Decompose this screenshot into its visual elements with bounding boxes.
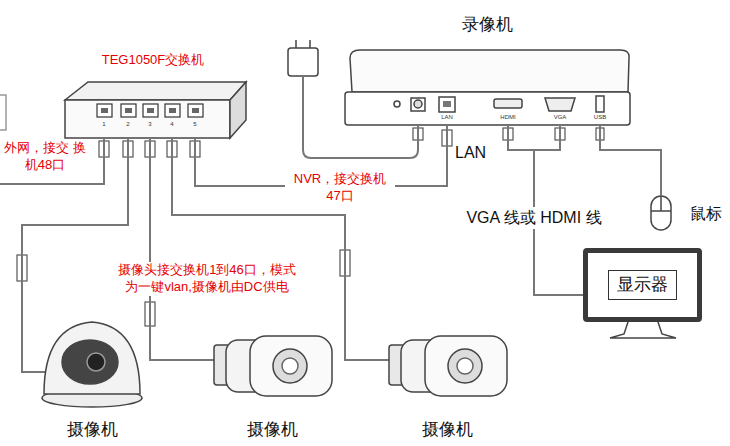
annotation: 外网，接交 换机48口	[4, 140, 86, 174]
external-cable	[0, 138, 104, 184]
camera-cables	[200, 359, 214, 361]
switch-body	[97, 104, 112, 117]
switch-body	[192, 108, 199, 113]
bullet-camera	[250, 336, 332, 396]
power-adapter	[288, 48, 318, 76]
node-label: 鼠标	[690, 204, 722, 224]
switch-body	[143, 104, 158, 117]
network-cable	[150, 138, 200, 360]
switch-body	[165, 104, 180, 117]
node-label: 摄像机	[247, 419, 298, 440]
switch-body	[147, 108, 154, 113]
monitor-stand	[610, 322, 676, 338]
port-label: LAN	[441, 114, 453, 122]
switch-body	[169, 108, 176, 113]
port-label: VGA	[554, 114, 567, 122]
nvr-body	[545, 98, 575, 111]
nvr-body	[350, 50, 629, 92]
port-label: 4	[170, 121, 173, 129]
camera-node: 摄像机	[200, 320, 345, 442]
node-label: TEG1050F交换机	[102, 52, 205, 68]
vga-cable	[534, 125, 560, 150]
nvr-body	[345, 92, 630, 125]
edge-label: NVR，接交换机 47口	[285, 170, 395, 206]
switch-body	[65, 82, 246, 100]
port-label: 1	[102, 121, 105, 129]
port-label: 5	[193, 121, 196, 129]
switch-body	[65, 82, 246, 138]
port-label: USB	[594, 114, 606, 122]
mouse-icon	[660, 196, 662, 211]
bullet-camera	[282, 358, 298, 374]
network-cable	[600, 125, 661, 193]
port-label: 3	[148, 121, 151, 129]
bullet-camera	[448, 349, 482, 383]
mouse-icon	[651, 193, 671, 230]
nvr-body	[394, 101, 400, 107]
vga-cable	[534, 125, 560, 150]
mouse-icon	[660, 193, 662, 196]
switch-body	[125, 108, 132, 113]
mouse-node: 鼠标	[646, 193, 724, 235]
bullet-camera	[389, 336, 507, 396]
bullet-camera	[425, 336, 507, 396]
dome-camera	[42, 322, 142, 407]
edge-label: VGA 线或 HDMI 线	[463, 207, 604, 230]
switch-body	[121, 104, 136, 117]
node-label: 摄像机	[67, 419, 118, 440]
camera-node: 摄像机	[375, 320, 520, 442]
mouse-icon	[651, 196, 671, 230]
switch-body	[230, 82, 246, 138]
monitor-stand	[610, 322, 676, 338]
bullet-camera	[214, 336, 332, 396]
camera-cables	[375, 359, 389, 361]
dome-camera	[44, 322, 140, 394]
nvr-body	[439, 97, 455, 112]
port-label: 2	[126, 121, 129, 129]
power-adapter	[303, 76, 418, 158]
nvr-body	[411, 98, 425, 111]
edge-device	[0, 95, 6, 130]
switch-body	[101, 108, 199, 113]
monitor-box: 显示器	[583, 248, 702, 322]
nvr-body	[443, 101, 451, 107]
power-adapter	[288, 40, 418, 158]
switch-body	[65, 100, 230, 138]
node-label: 摄像机	[422, 419, 473, 440]
edge-device	[0, 95, 6, 130]
nvr-body	[596, 96, 604, 112]
dome-camera	[87, 353, 105, 371]
dome-camera	[62, 340, 118, 384]
node-label: 显示器	[608, 270, 677, 299]
nvr-body	[414, 100, 422, 108]
power-adapter	[309, 40, 311, 48]
bullet-camera	[273, 349, 307, 383]
port-label: HDMI	[500, 114, 515, 122]
switch-box: TEG1050F交换机	[60, 50, 246, 138]
switch-body	[101, 108, 108, 113]
camera-node: 摄像机	[40, 320, 145, 442]
nvr-box: 录像机	[345, 12, 630, 125]
switch-body	[188, 104, 203, 117]
annotation: 摄像头接交换机1到46口，模式 为一键vlan,摄像机由DC供电	[110, 262, 304, 296]
bullet-camera	[457, 358, 473, 374]
power-adapter	[295, 40, 297, 48]
switch-body	[97, 104, 203, 117]
node-label: 录像机	[462, 14, 513, 35]
external-cable	[0, 138, 104, 184]
annotation: LAN	[455, 143, 486, 164]
nvr-body	[494, 99, 522, 108]
nvr-body	[345, 50, 630, 125]
